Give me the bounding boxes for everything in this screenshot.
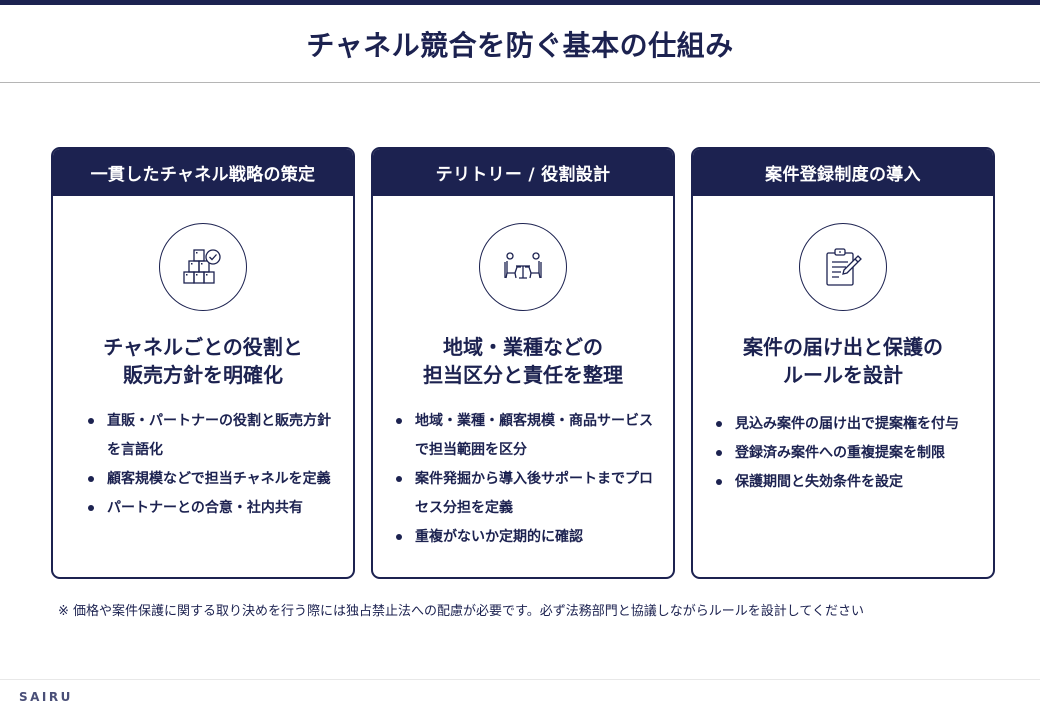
bullet-item: 直販・パートナーの役割と販売方針を言語化 (87, 407, 337, 465)
card-channel-strategy: 一貫したチャネル戦略の策定 チャネルごとの役割と 販売方針を明確化 直販・パート… (51, 147, 355, 579)
card-territory-design: テリトリー / 役割設計 地域・業種などの 担当区分と責任を整理 地域・業種・顧… (371, 147, 675, 579)
company-logo: SAIRU (19, 690, 73, 704)
card-subtitle: 地域・業種などの 担当区分と責任を整理 (423, 335, 623, 387)
bullet-item: 案件発掘から導入後サポートまでプロセス分担を定義 (395, 465, 657, 523)
card-header: テリトリー / 役割設計 (373, 149, 673, 196)
title-divider (0, 82, 1040, 83)
bullet-item: 顧客規模などで担当チャネルを定義 (87, 465, 337, 494)
card-header: 案件登録制度の導入 (693, 149, 993, 196)
bullet-list: 見込み案件の届け出で提案権を付与 登録済み案件への重複提案を制限 保護期間と失効… (715, 410, 977, 497)
bullet-item: 地域・業種・顧客規模・商品サービスで担当範囲を区分 (395, 407, 657, 465)
bullet-list: 地域・業種・顧客規模・商品サービスで担当範囲を区分 案件発掘から導入後サポートま… (395, 407, 657, 552)
top-accent-bar (0, 0, 1040, 5)
clipboard-pen-icon (799, 223, 887, 311)
card-subtitle: 案件の届け出と保護の ルールを設計 (743, 335, 943, 387)
bullet-list: 直販・パートナーの役割と販売方針を言語化 顧客規模などで担当チャネルを定義 パー… (87, 407, 337, 523)
bullet-item: 見込み案件の届け出で提案権を付与 (715, 410, 977, 439)
bullet-item: 重複がないか定期的に確認 (395, 523, 657, 552)
bullet-item: 登録済み案件への重複提案を制限 (715, 439, 977, 468)
card-subtitle: チャネルごとの役割と 販売方針を明確化 (103, 335, 303, 387)
card-deal-registration: 案件登録制度の導入 案件の届け出と保護の ルールを設計 見込み案件の届け出で提案… (691, 147, 995, 579)
footer-divider (0, 679, 1040, 680)
bullet-item: パートナーとの合意・社内共有 (87, 494, 337, 523)
boxes-check-icon (159, 223, 247, 311)
card-header: 一貫したチャネル戦略の策定 (53, 149, 353, 196)
page-title: チャネル競合を防ぐ基本の仕組み (306, 29, 734, 62)
meeting-people-icon (479, 223, 567, 311)
bullet-item: 保護期間と失効条件を設定 (715, 468, 977, 497)
legal-note: ※ 価格や案件保護に関する取り決めを行う際には独占禁止法への配慮が必要です。必ず… (58, 604, 864, 619)
